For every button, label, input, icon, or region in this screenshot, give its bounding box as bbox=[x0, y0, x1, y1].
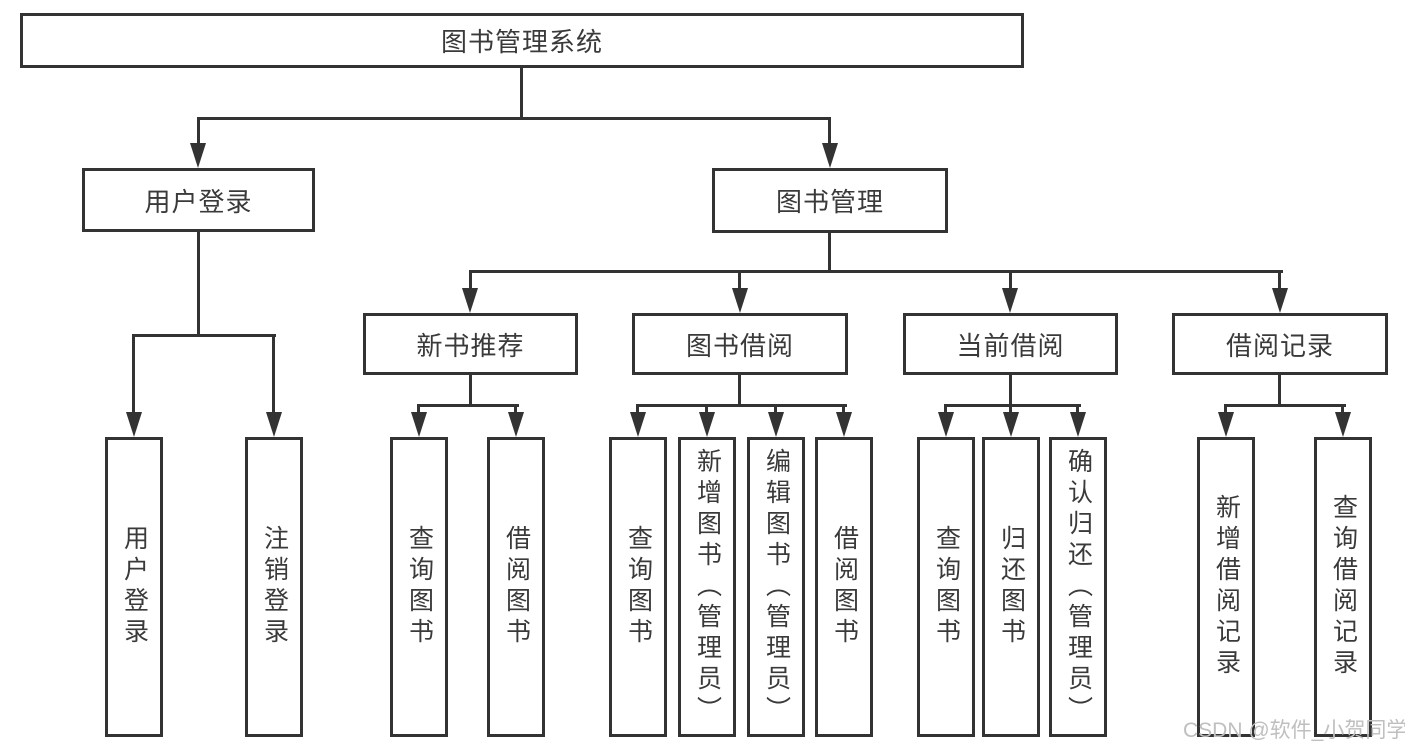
connector-line bbox=[272, 334, 275, 412]
leaf-borrow-borrow-books: 借阅图书 bbox=[815, 437, 873, 737]
arrow-down-icon bbox=[1070, 412, 1086, 437]
connector-line bbox=[417, 404, 420, 412]
node-label: 当前借阅 bbox=[956, 330, 1065, 361]
connector-line bbox=[1009, 404, 1012, 412]
node-book-borrow: 图书借阅 bbox=[632, 313, 848, 375]
arrow-down-icon bbox=[126, 412, 142, 437]
node-label: 用户登录 bbox=[144, 186, 253, 217]
arrow-down-icon bbox=[1002, 288, 1018, 313]
node-root-system: 图书管理系统 bbox=[20, 13, 1024, 68]
connector-line bbox=[1278, 270, 1281, 288]
arrow-down-icon bbox=[1003, 412, 1019, 437]
connector-line bbox=[417, 404, 519, 407]
leaf-borrow-edit-books-admin: 编辑图书（管理员） bbox=[747, 437, 805, 737]
arrow-down-icon bbox=[1272, 288, 1288, 313]
connector-line bbox=[636, 404, 639, 412]
node-label: 查询图书 bbox=[624, 525, 653, 649]
connector-line bbox=[1278, 375, 1281, 407]
arrow-down-icon bbox=[1335, 412, 1351, 437]
arrow-down-icon bbox=[822, 143, 838, 168]
node-label: 确认归还（管理员） bbox=[1064, 447, 1093, 727]
node-borrow-records: 借阅记录 bbox=[1172, 313, 1388, 375]
node-label: 查询图书 bbox=[405, 525, 434, 649]
node-label: 用户登录 bbox=[120, 525, 149, 649]
arrow-down-icon bbox=[508, 412, 524, 437]
leaf-borrow-query-books: 查询图书 bbox=[609, 437, 667, 737]
connector-line bbox=[828, 233, 831, 272]
csdn-watermark: CSDN @软件_小贺同学 bbox=[1183, 719, 1405, 742]
arrow-down-icon bbox=[768, 412, 784, 437]
connector-line bbox=[197, 117, 200, 143]
node-current-borrow: 当前借阅 bbox=[903, 313, 1118, 375]
leaf-borrow-add-books-admin: 新增图书（管理员） bbox=[678, 437, 736, 737]
connector-line bbox=[1224, 404, 1227, 412]
arrow-down-icon bbox=[630, 412, 646, 437]
connector-line bbox=[132, 334, 276, 337]
node-user-login: 用户登录 bbox=[82, 168, 315, 232]
node-label: 新增借阅记录 bbox=[1212, 494, 1241, 680]
node-label: 借阅记录 bbox=[1225, 330, 1334, 361]
leaf-logout: 注销登录 bbox=[245, 437, 303, 737]
connector-line bbox=[636, 404, 847, 407]
connector-line bbox=[1076, 404, 1079, 412]
node-new-book-recommend: 新书推荐 bbox=[363, 313, 578, 375]
node-label: 注销登录 bbox=[260, 525, 289, 649]
node-label: 图书管理 bbox=[775, 187, 884, 217]
leaf-records-query-record: 查询借阅记录 bbox=[1314, 437, 1372, 737]
node-label: 查询图书 bbox=[932, 525, 961, 649]
leaf-user-login: 用户登录 bbox=[105, 437, 163, 737]
connector-line bbox=[1009, 270, 1012, 288]
node-label: 借阅图书 bbox=[830, 525, 859, 649]
arrow-down-icon bbox=[836, 412, 852, 437]
connector-line bbox=[705, 404, 708, 412]
connector-line bbox=[1009, 375, 1012, 407]
node-label: 借阅图书 bbox=[502, 525, 531, 649]
connector-line bbox=[1341, 404, 1344, 412]
connector-line bbox=[132, 334, 135, 412]
connector-line bbox=[197, 232, 200, 336]
arrow-down-icon bbox=[190, 143, 206, 168]
arrow-down-icon bbox=[462, 288, 478, 313]
leaf-newbooks-borrow-books: 借阅图书 bbox=[487, 437, 545, 737]
node-label: 图书借阅 bbox=[685, 330, 794, 361]
leaf-current-return-books: 归还图书 bbox=[982, 437, 1040, 737]
arrow-down-icon bbox=[699, 412, 715, 437]
node-label: 编辑图书（管理员） bbox=[762, 447, 791, 727]
node-label: 新增图书（管理员） bbox=[693, 447, 722, 727]
connector-line bbox=[514, 404, 517, 412]
arrow-down-icon bbox=[938, 412, 954, 437]
node-label: 归还图书 bbox=[997, 525, 1026, 649]
arrow-down-icon bbox=[411, 412, 427, 437]
node-label: 查询借阅记录 bbox=[1329, 494, 1358, 680]
leaf-current-query-books: 查询图书 bbox=[917, 437, 975, 737]
node-book-management: 图书管理 bbox=[712, 168, 948, 233]
connector-line bbox=[1224, 404, 1346, 407]
node-label: 新书推荐 bbox=[416, 330, 525, 361]
leaf-current-confirm-return-admin: 确认归还（管理员） bbox=[1049, 437, 1107, 737]
node-label: 图书管理系统 bbox=[440, 27, 603, 57]
connector-line bbox=[842, 404, 845, 412]
connector-line bbox=[469, 375, 472, 407]
connector-line bbox=[520, 68, 523, 120]
arrow-down-icon bbox=[732, 288, 748, 313]
connector-line bbox=[197, 117, 831, 120]
connector-line bbox=[774, 404, 777, 412]
leaf-records-add-record: 新增借阅记录 bbox=[1197, 437, 1255, 737]
connector-line bbox=[944, 404, 947, 412]
arrow-down-icon bbox=[1218, 412, 1234, 437]
connector-line bbox=[944, 404, 1081, 407]
connector-line bbox=[469, 270, 1283, 273]
connector-line bbox=[738, 270, 741, 288]
connector-line bbox=[828, 117, 831, 143]
arrow-down-icon bbox=[266, 412, 282, 437]
connector-line bbox=[469, 270, 472, 288]
connector-line bbox=[738, 375, 741, 407]
leaf-newbooks-query-books: 查询图书 bbox=[390, 437, 448, 737]
